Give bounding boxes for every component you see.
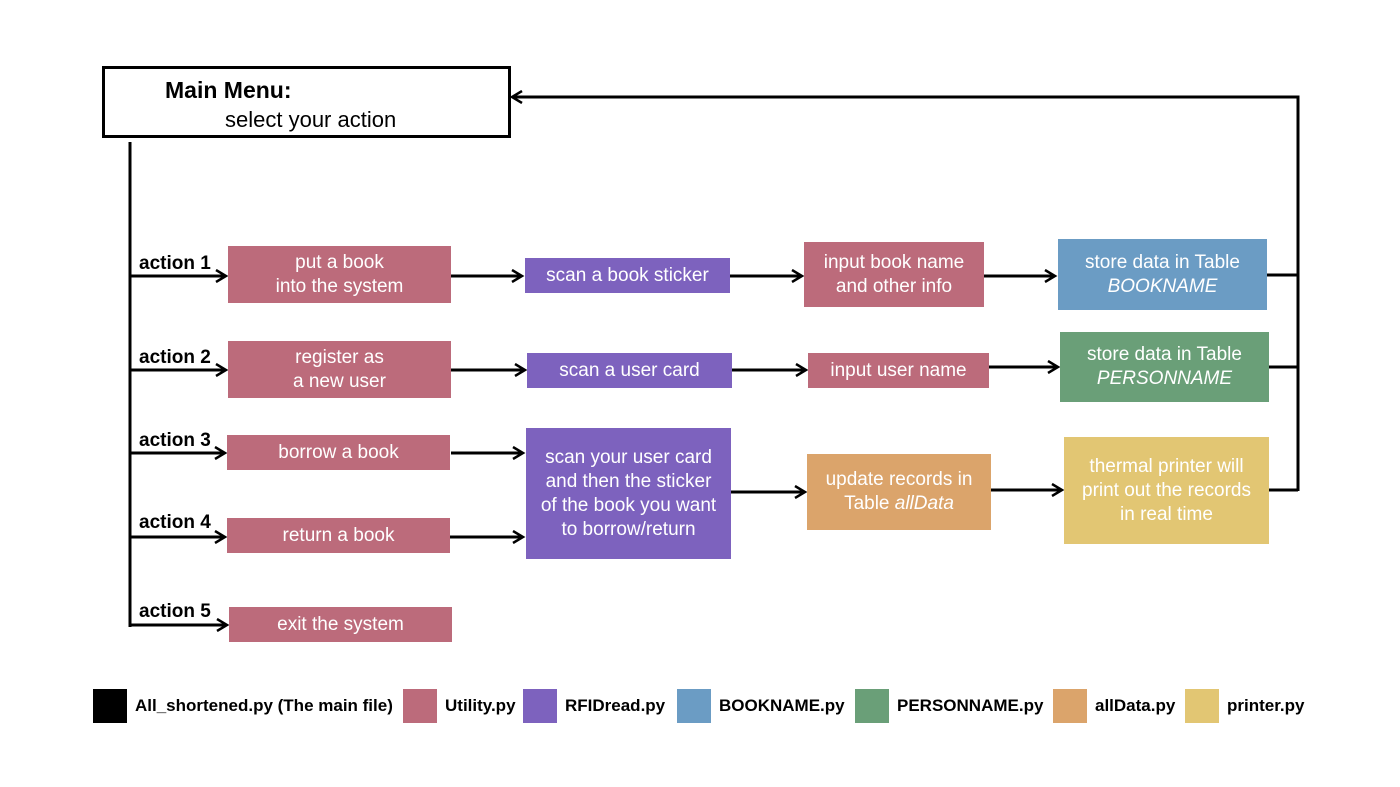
action-4-label: action 4 <box>139 512 211 533</box>
return-book-label: return a book <box>282 524 395 546</box>
scan-book-sticker-label: scan a book sticker <box>546 264 709 286</box>
store-personname-box: store data in Table PERSONNAME <box>1060 332 1269 402</box>
legend-swatch <box>677 689 711 723</box>
exit-system-label: exit the system <box>277 613 404 635</box>
update-records-prefix: Table <box>844 493 895 514</box>
exit-system-box: exit the system <box>229 607 452 642</box>
thermal-printer-line-1: thermal printer will <box>1089 455 1244 477</box>
borrow-book-box: borrow a book <box>227 435 450 470</box>
register-user-box: register as a new user <box>228 341 451 398</box>
legend-swatch <box>403 689 437 723</box>
input-user-name-box: input user name <box>808 353 989 388</box>
borrow-book-label: borrow a book <box>278 441 399 463</box>
legend-item-main-file: All_shortened.py (The main file) <box>93 689 393 723</box>
scan-card-line-4: to borrow/return <box>561 518 696 540</box>
main-menu-box: Main Menu: select your action <box>102 66 511 138</box>
input-user-name-label: input user name <box>830 359 967 381</box>
input-book-name-box: input book name and other info <box>804 242 984 307</box>
action-1-label: action 1 <box>139 253 211 274</box>
thermal-printer-line-3: in real time <box>1120 503 1213 525</box>
update-records-line-1: update records in <box>825 469 973 490</box>
scan-user-card-box: scan a user card <box>527 353 732 388</box>
legend-swatch <box>1185 689 1219 723</box>
update-records-box: update records in Table allData <box>807 454 991 530</box>
legend-label: printer.py <box>1227 696 1305 715</box>
legend-label: RFIDread.py <box>565 696 666 715</box>
put-book-line-2: into the system <box>275 275 404 297</box>
return-to-menu-loop <box>512 97 1300 277</box>
store-bookname-table: BOOKNAME <box>1107 275 1218 297</box>
update-records-line-2: Table allData <box>844 492 954 516</box>
store-personname-table: PERSONNAME <box>1096 368 1233 389</box>
store-personname-line-1: store data in Table <box>1087 344 1242 365</box>
scan-card-line-1: scan your user card <box>545 446 712 468</box>
thermal-printer-line-2: print out the records <box>1082 479 1251 501</box>
main-menu-subtitle: select your action <box>225 107 397 132</box>
legend-swatch <box>1053 689 1087 723</box>
legend-swatch <box>855 689 889 723</box>
register-user-line-2: a new user <box>293 370 386 392</box>
scan-user-card-label: scan a user card <box>559 359 700 381</box>
scan-card-line-3: of the book you want <box>540 494 717 516</box>
thermal-printer-box: thermal printer will print out the recor… <box>1064 437 1269 544</box>
scan-book-sticker-box: scan a book sticker <box>525 258 730 293</box>
action-2-label: action 2 <box>139 347 211 368</box>
scan-card-and-sticker-box: scan your user card and then the sticker… <box>526 428 731 559</box>
legend-item-rfidread: RFIDread.py <box>523 689 665 723</box>
return-book-box: return a book <box>227 518 450 553</box>
put-book-box: put a book into the system <box>228 246 451 303</box>
legend-label: BOOKNAME.py <box>719 696 845 715</box>
legend-label: allData.py <box>1095 696 1176 715</box>
store-bookname-box: store data in Table BOOKNAME <box>1058 239 1267 310</box>
input-book-name-line-2: and other info <box>835 275 953 297</box>
scan-card-line-2: and then the sticker <box>545 470 712 492</box>
legend-label: All_shortened.py (The main file) <box>135 696 393 715</box>
legend-swatch <box>523 689 557 723</box>
legend-item-alldata: allData.py <box>1053 689 1175 723</box>
legend-item-bookname: BOOKNAME.py <box>677 689 845 723</box>
legend-item-personname: PERSONNAME.py <box>855 689 1043 723</box>
put-book-line-1: put a book <box>295 251 384 273</box>
action-3-label: action 3 <box>139 430 211 451</box>
input-book-name-line-1: input book name <box>823 251 965 273</box>
legend-item-printer: printer.py <box>1185 689 1304 723</box>
legend-swatch <box>93 689 127 723</box>
store-personname-line-2: PERSONNAME <box>1097 367 1232 391</box>
legend-label: Utility.py <box>445 696 516 715</box>
action-5-label: action 5 <box>139 601 211 622</box>
store-bookname-line-1: store data in Table <box>1085 251 1240 273</box>
legend-item-utility: Utility.py <box>403 689 516 723</box>
update-records-table: allData <box>894 493 954 514</box>
legend-label: PERSONNAME.py <box>897 696 1044 715</box>
register-user-line-1: register as <box>295 346 384 368</box>
store-bookname-line-2: BOOKNAME <box>1108 275 1218 299</box>
main-menu-title: Main Menu: <box>165 77 292 103</box>
